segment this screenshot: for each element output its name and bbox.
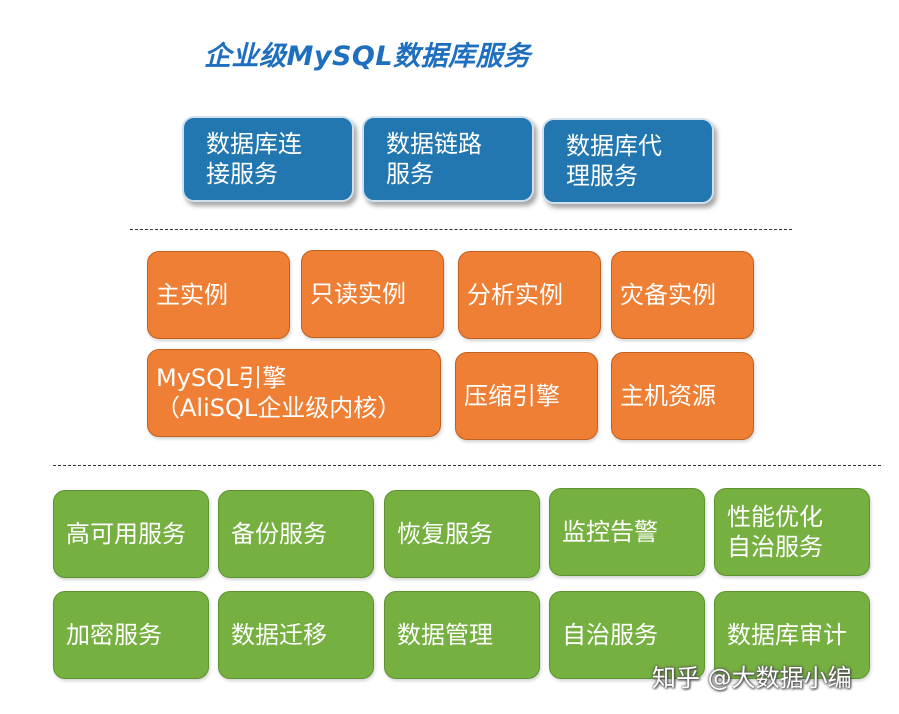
high-availability-service-box: 高可用服务 [53, 490, 209, 578]
box-label: 只读实例 [310, 280, 406, 308]
performance-optimization-box: 性能优化 自治服务 [714, 488, 870, 576]
box-label: 灾备实例 [620, 281, 716, 309]
box-label-line1: 数据库连 [206, 130, 302, 158]
box-label-line1: 性能优化 [727, 503, 823, 531]
box-label: 数据管理 [397, 621, 493, 649]
box-label: 数据迁移 [231, 621, 327, 649]
box-label: 备份服务 [231, 520, 327, 548]
box-label: 恢复服务 [397, 520, 493, 548]
box-label: 高可用服务 [66, 520, 186, 548]
disaster-recovery-instance-box: 灾备实例 [611, 251, 754, 339]
data-link-service-box: 数据链路 服务 [362, 116, 534, 202]
autonomous-service-box: 自治服务 [549, 591, 705, 679]
mysql-engine-box: MySQL引擎 （AliSQL企业级内核） [147, 349, 441, 437]
box-label-line1: 数据库代 [566, 132, 662, 160]
box-label: 压缩引擎 [464, 382, 560, 410]
watermark-text: 知乎 @大数据小编 [652, 664, 852, 692]
analytic-instance-box: 分析实例 [458, 251, 601, 339]
read-only-instance-box: 只读实例 [301, 250, 444, 338]
db-connection-service-box: 数据库连 接服务 [182, 116, 354, 202]
diagram-title: 企业级MySQL数据库服务 [204, 41, 531, 72]
top-divider [130, 229, 792, 230]
data-management-box: 数据管理 [384, 591, 540, 679]
restore-service-box: 恢复服务 [384, 490, 540, 578]
box-label-line1: 数据链路 [386, 130, 482, 158]
box-label: 主机资源 [620, 382, 716, 410]
box-label: 分析实例 [467, 281, 563, 309]
monitoring-alerts-box: 监控告警 [549, 488, 705, 576]
backup-service-box: 备份服务 [218, 490, 374, 578]
db-proxy-service-box: 数据库代 理服务 [542, 118, 714, 204]
box-label-line1: MySQL引擎 [156, 364, 287, 392]
box-label: 监控告警 [562, 518, 658, 546]
data-migration-box: 数据迁移 [218, 591, 374, 679]
box-label: 加密服务 [66, 621, 162, 649]
box-label-line2: 自治服务 [727, 533, 823, 561]
box-label-line2: 理服务 [566, 162, 638, 190]
bottom-divider [53, 465, 881, 466]
database-audit-box: 数据库审计 [714, 591, 870, 679]
box-label-line2: （AliSQL企业级内核） [156, 394, 402, 422]
primary-instance-box: 主实例 [147, 251, 290, 339]
host-resources-box: 主机资源 [611, 352, 754, 440]
box-label: 自治服务 [562, 621, 658, 649]
box-label: 数据库审计 [727, 621, 847, 649]
box-label-line2: 接服务 [206, 160, 278, 188]
box-label-line2: 服务 [386, 160, 434, 188]
encryption-service-box: 加密服务 [53, 591, 209, 679]
compression-engine-box: 压缩引擎 [455, 352, 598, 440]
box-label: 主实例 [156, 281, 228, 309]
